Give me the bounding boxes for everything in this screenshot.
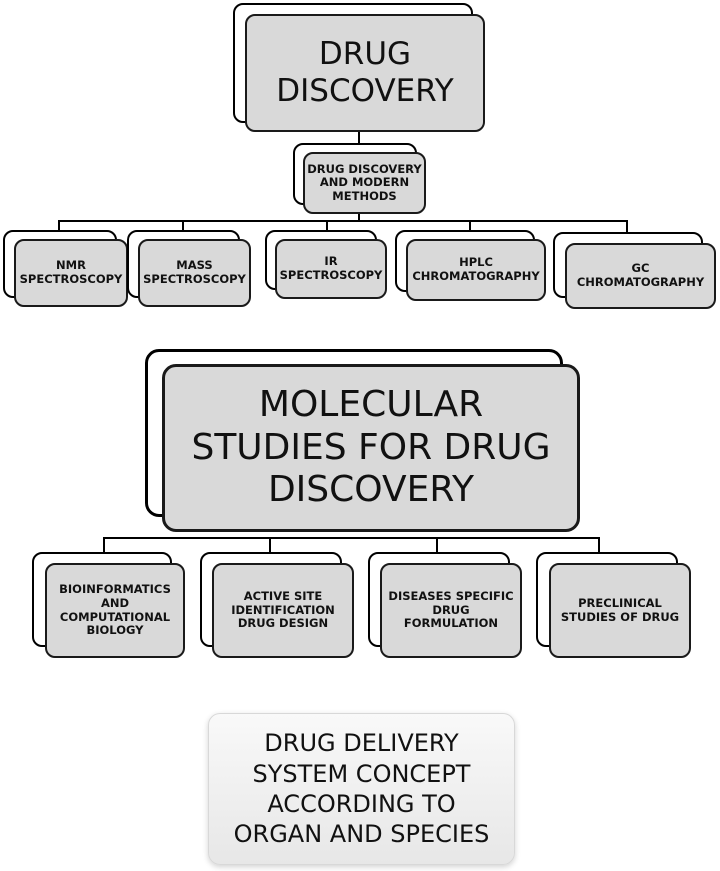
node-active-site-label: ACTIVE SITE IDENTIFICATION DRUG DESIGN <box>231 589 335 631</box>
node-drug-delivery-label: DRUG DELIVERY SYSTEM CONCEPT ACCORDING T… <box>233 729 490 849</box>
node-active-site-box: ACTIVE SITE IDENTIFICATION DRUG DESIGN <box>212 563 354 658</box>
edge-molecular-to-diseases <box>436 537 438 554</box>
edge-methods-stem <box>358 212 360 221</box>
node-drug-discovery-label: DRUG DISCOVERY <box>276 36 454 109</box>
node-hplc: HPLC CHROMATOGRAPHY <box>395 230 546 302</box>
node-gc: GC CHROMATOGRAPHY <box>553 232 716 310</box>
node-modern-methods: DRUG DISCOVERY AND MODERN METHODS <box>293 143 426 215</box>
node-gc-box: GC CHROMATOGRAPHY <box>565 243 716 309</box>
node-mass: MASS SPECTROSCOPY <box>127 230 251 308</box>
node-preclinical-label: PRECLINICAL STUDIES OF DRUG <box>560 595 680 624</box>
node-preclinical: PRECLINICAL STUDIES OF DRUG <box>536 552 691 658</box>
edge-molecular-to-active-site <box>269 537 271 554</box>
node-modern-methods-box: DRUG DISCOVERY AND MODERN METHODS <box>303 152 426 214</box>
edge-methods-to-hplc <box>469 220 471 232</box>
node-drug-discovery: DRUG DISCOVERY <box>233 3 486 134</box>
node-drug-delivery: DRUG DELIVERY SYSTEM CONCEPT ACCORDING T… <box>208 713 515 865</box>
node-bioinformatics: BIOINFORMATICS AND COMPUTATIONAL BIOLOGY <box>32 552 185 658</box>
node-drug-discovery-box: DRUG DISCOVERY <box>245 14 485 132</box>
edge-molecular-bus <box>103 537 600 539</box>
node-diseases-box: DISEASES SPECIFIC DRUG FORMULATION <box>380 563 522 658</box>
edge-methods-to-mass <box>182 220 184 232</box>
node-nmr-box: NMR SPECTROSCOPY <box>14 239 128 307</box>
edge-methods-to-ir <box>326 220 328 232</box>
edge-methods-bus <box>58 220 628 222</box>
node-diseases: DISEASES SPECIFIC DRUG FORMULATION <box>368 552 522 658</box>
edge-methods-to-nmr <box>58 220 60 232</box>
node-nmr-label: NMR SPECTROSCOPY <box>19 258 123 286</box>
node-ir-box: IR SPECTROSCOPY <box>275 239 387 299</box>
node-ir: IR SPECTROSCOPY <box>265 230 387 300</box>
edge-methods-to-gc <box>626 220 628 234</box>
node-gc-label: GC CHROMATOGRAPHY <box>576 261 705 289</box>
node-nmr: NMR SPECTROSCOPY <box>3 230 128 308</box>
node-bioinformatics-box: BIOINFORMATICS AND COMPUTATIONAL BIOLOGY <box>45 563 185 658</box>
node-molecular-label: MOLECULAR STUDIES FOR DRUG DISCOVERY <box>191 384 551 511</box>
node-molecular: MOLECULAR STUDIES FOR DRUG DISCOVERY <box>145 349 580 532</box>
node-hplc-box: HPLC CHROMATOGRAPHY <box>406 239 546 301</box>
node-modern-methods-label: DRUG DISCOVERY AND MODERN METHODS <box>307 161 422 203</box>
edge-discovery-to-methods <box>358 132 360 148</box>
edge-molecular-to-bioinformatics <box>103 537 105 554</box>
node-mass-box: MASS SPECTROSCOPY <box>138 239 251 307</box>
node-bioinformatics-label: BIOINFORMATICS AND COMPUTATIONAL BIOLOGY <box>59 582 171 638</box>
node-molecular-box: MOLECULAR STUDIES FOR DRUG DISCOVERY <box>162 364 580 532</box>
edge-molecular-to-preclinical <box>598 537 600 554</box>
node-mass-label: MASS SPECTROSCOPY <box>143 258 246 286</box>
node-ir-label: IR SPECTROSCOPY <box>279 254 383 282</box>
node-hplc-label: HPLC CHROMATOGRAPHY <box>412 255 540 283</box>
node-diseases-label: DISEASES SPECIFIC DRUG FORMULATION <box>388 589 514 631</box>
node-active-site: ACTIVE SITE IDENTIFICATION DRUG DESIGN <box>200 552 354 658</box>
node-preclinical-box: PRECLINICAL STUDIES OF DRUG <box>549 563 691 658</box>
